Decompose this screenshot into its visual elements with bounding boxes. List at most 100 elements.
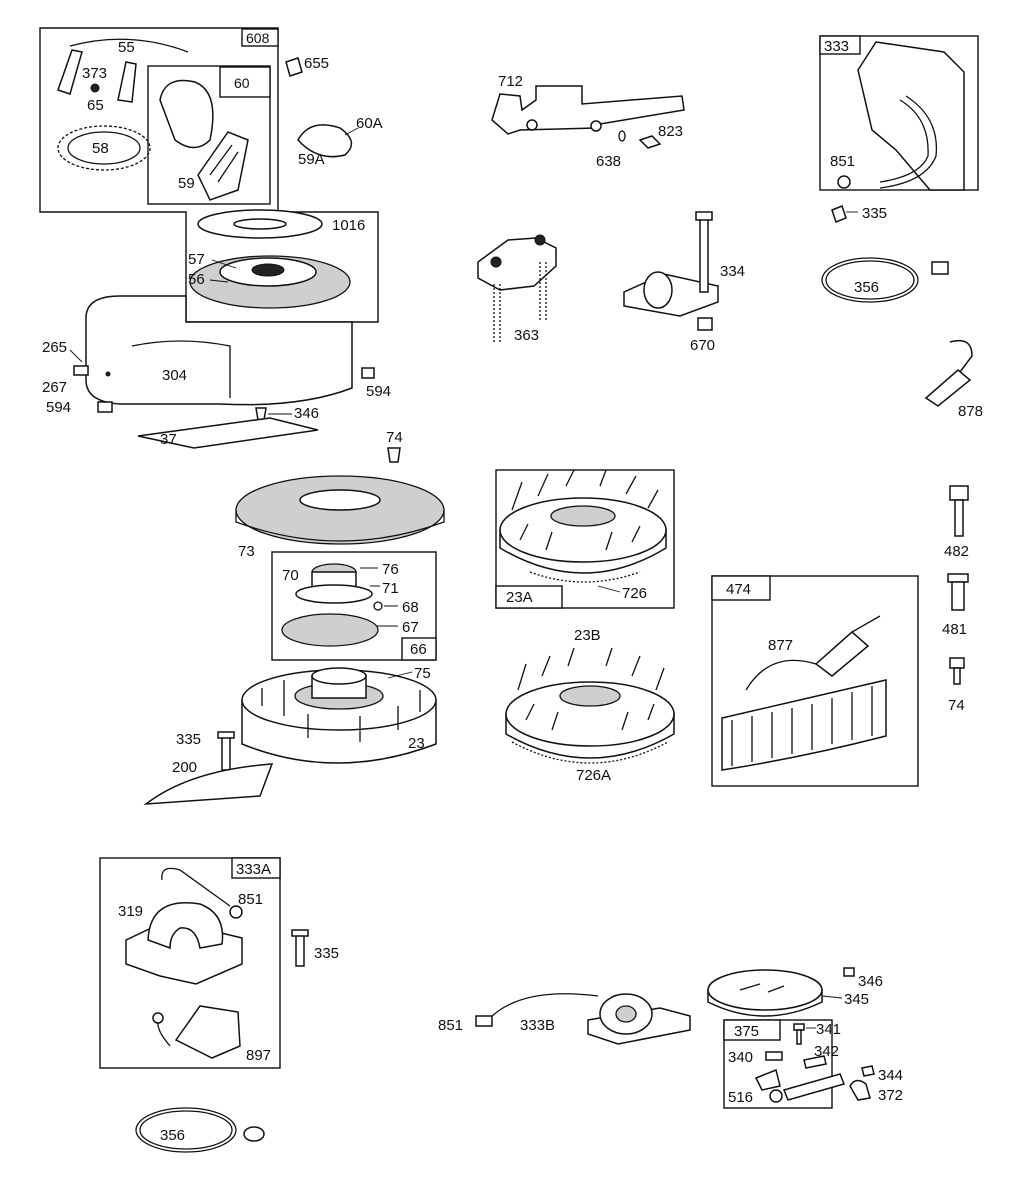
- label-304: 304: [162, 367, 187, 384]
- label-23: 23: [408, 735, 425, 752]
- clip-655: [285, 57, 303, 77]
- label-726a: 726A: [576, 767, 611, 784]
- label-59a: 59A: [298, 151, 325, 168]
- label-333: 333: [824, 38, 849, 55]
- label-70: 70: [282, 567, 299, 584]
- label-345: 345: [844, 991, 869, 1008]
- handle-60a: [297, 124, 353, 158]
- ground-wire-356: [821, 257, 919, 303]
- screw-823: [638, 135, 662, 149]
- label-594-right: 594: [366, 383, 391, 400]
- baffle-200: [143, 763, 274, 805]
- label-655: 655: [304, 55, 329, 72]
- label-344: 344: [878, 1067, 903, 1084]
- clip-372: [849, 1079, 871, 1101]
- label-74-right: 74: [948, 697, 965, 714]
- screw-74-right-head: [949, 657, 965, 669]
- armature-group-333: [819, 35, 979, 191]
- washer-638: [618, 130, 626, 142]
- label-335-flywheel: 335: [176, 731, 201, 748]
- label-897: 897: [246, 1047, 271, 1064]
- label-356-bottom: 356: [160, 1127, 185, 1144]
- brake-bracket-334: [623, 211, 719, 317]
- label-56: 56: [188, 271, 205, 288]
- label-59: 59: [178, 175, 195, 192]
- armature-333b: [475, 993, 691, 1045]
- label-267: 267: [42, 379, 67, 396]
- plunger-516: [782, 1073, 846, 1101]
- governor-bracket-712: [491, 85, 685, 135]
- label-200: 200: [172, 759, 197, 776]
- label-75: 75: [414, 665, 431, 682]
- label-851-333a: 851: [238, 891, 263, 908]
- label-335-333a: 335: [314, 945, 339, 962]
- starter-assembly-group: 608 60 55 373 65 58 59 655 60A 59A 1016: [39, 27, 383, 323]
- label-373: 373: [82, 65, 107, 82]
- armature-group-333a: [99, 857, 281, 1069]
- ground-wire-356-bottom: [135, 1107, 237, 1153]
- flywheel-23b: [505, 647, 675, 764]
- label-482: 482: [944, 543, 969, 560]
- label-57: 57: [188, 251, 205, 268]
- label-851-top: 851: [830, 153, 855, 170]
- pin-481: [951, 581, 965, 611]
- label-60: 60: [234, 75, 250, 91]
- label-73: 73: [238, 543, 255, 560]
- alternator-877: [721, 615, 887, 771]
- label-726: 726: [622, 585, 647, 602]
- label-333a: 333A: [236, 861, 271, 878]
- label-363: 363: [514, 327, 539, 344]
- label-76: 76: [382, 561, 399, 578]
- bolt-482: [954, 499, 964, 537]
- label-670: 670: [690, 337, 715, 354]
- label-1016: 1016: [332, 217, 365, 234]
- label-65: 65: [87, 97, 104, 114]
- label-346-bottom: 346: [858, 973, 883, 990]
- flywheel-23: [241, 667, 437, 764]
- flywheel-23a: [499, 469, 667, 583]
- label-372: 372: [878, 1087, 903, 1104]
- clutch-group-66: [271, 551, 437, 661]
- screen-73: [235, 475, 445, 545]
- label-712: 712: [498, 73, 523, 90]
- screw-74-right: [953, 667, 961, 685]
- label-23a: 23A: [506, 589, 533, 606]
- label-335-top: 335: [862, 205, 887, 222]
- label-608: 608: [246, 30, 270, 46]
- flywheel-group-23a: [495, 469, 675, 609]
- stator-group-474: [711, 575, 919, 787]
- screw-335-333a: [295, 931, 305, 967]
- label-67: 67: [402, 619, 419, 636]
- screw-267: [73, 365, 89, 376]
- label-334: 334: [720, 263, 745, 280]
- gasket-37: [137, 417, 319, 449]
- brake-lever-363: [477, 234, 557, 342]
- label-23b: 23B: [574, 627, 601, 644]
- label-516: 516: [728, 1089, 753, 1106]
- label-877: 877: [768, 637, 793, 654]
- label-342: 342: [814, 1043, 839, 1060]
- screw-594-left: [97, 401, 113, 413]
- label-37: 37: [160, 431, 177, 448]
- pin-481-head: [947, 573, 969, 583]
- label-68: 68: [402, 599, 419, 616]
- label-481: 481: [942, 621, 967, 638]
- clutch-plate-71: [295, 584, 373, 604]
- rope-handle-60: [159, 79, 214, 149]
- screw-344: [861, 1065, 875, 1077]
- points-bracket: [754, 1068, 781, 1091]
- label-265: 265: [42, 339, 67, 356]
- label-356-top: 356: [854, 279, 879, 296]
- label-58: 58: [92, 140, 109, 157]
- handle-insert-59: [197, 131, 249, 201]
- label-319: 319: [118, 903, 143, 920]
- screw-74-top: [387, 447, 401, 463]
- bushing-670: [697, 317, 713, 331]
- screw-594-right: [361, 367, 375, 379]
- label-66: 66: [410, 641, 427, 658]
- clutch-67: [281, 613, 379, 647]
- label-851-333b: 851: [438, 1017, 463, 1034]
- screw-335-flywheel: [221, 733, 231, 771]
- label-638: 638: [596, 153, 621, 170]
